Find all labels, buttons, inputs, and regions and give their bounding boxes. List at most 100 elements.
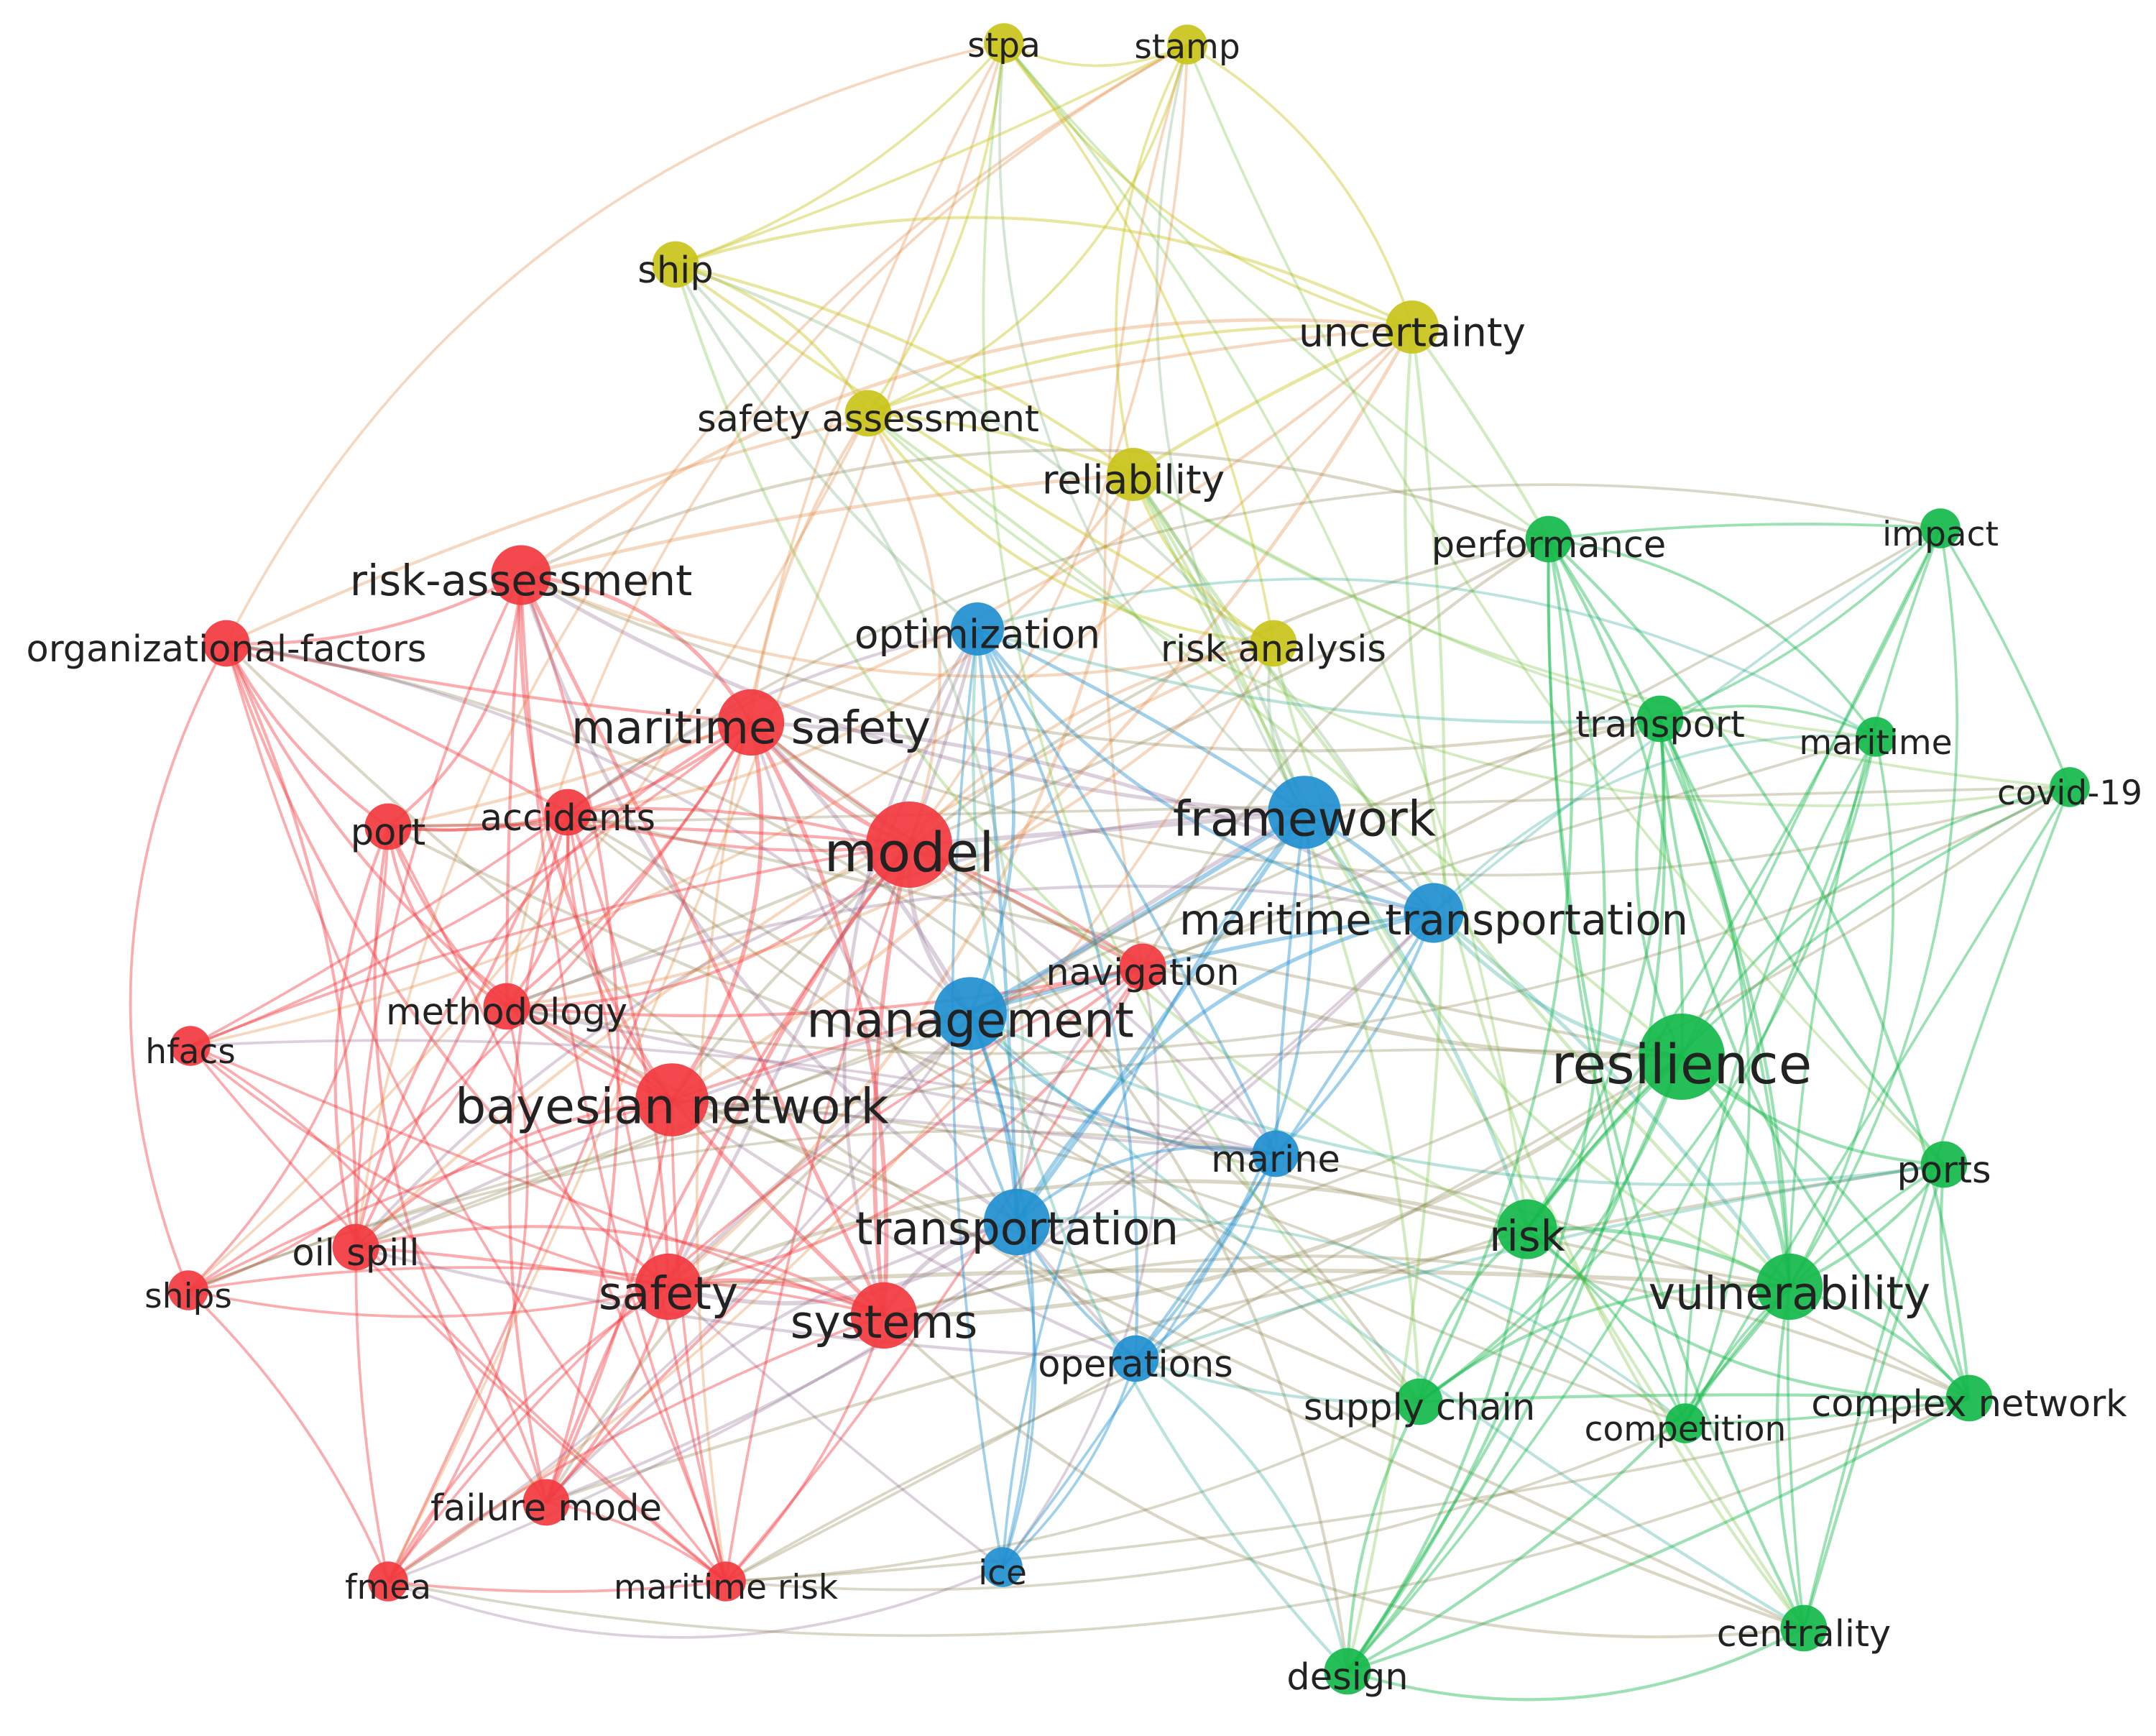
edge-vulnerability-supply-chain	[1418, 1284, 1790, 1403]
edge-ports-management	[969, 1012, 1945, 1187]
label-navigation: navigation	[1046, 952, 1239, 994]
node-model[interactable]	[866, 802, 952, 888]
node-risk[interactable]	[1497, 1199, 1557, 1259]
edge-model-systems	[872, 844, 911, 1316]
edge-transport-risk-assessment	[520, 574, 1661, 753]
edge-resilience-design	[1346, 1056, 1683, 1673]
edge-ship-safety-assessment	[675, 262, 870, 415]
edge-maritime-transportation-ship	[675, 263, 1435, 914]
node-failure-mode[interactable]	[522, 1479, 570, 1526]
edge-covid-19-centrality	[1802, 786, 2071, 1629]
node-operations[interactable]	[1112, 1335, 1159, 1382]
label-accidents: accidents	[480, 797, 655, 840]
edge-resilience-complex-network	[1680, 1055, 1971, 1399]
node-centrality[interactable]	[1780, 1604, 1828, 1652]
node-oil-spill[interactable]	[332, 1223, 379, 1271]
node-safety-assessment[interactable]	[844, 390, 892, 437]
edge-model-risk-analysis	[908, 641, 1274, 846]
edge-ships-bayesian-network	[188, 1098, 673, 1292]
node-supply-chain[interactable]	[1396, 1378, 1443, 1425]
node-transport[interactable]	[1636, 695, 1684, 743]
edge-risk-competition	[1526, 1228, 1687, 1424]
node-navigation[interactable]	[1119, 943, 1166, 991]
edge-complex-network-design	[1347, 1397, 1971, 1673]
edge-port-methodology	[386, 826, 508, 1008]
edge-safety-organizational-factors	[225, 643, 670, 1288]
node-stamp[interactable]	[1167, 24, 1207, 65]
node-hfacs[interactable]	[170, 1026, 211, 1066]
node-port[interactable]	[364, 803, 412, 850]
node-maritime-risk[interactable]	[706, 1561, 746, 1602]
node-transportation[interactable]	[983, 1188, 1051, 1256]
edge-model-port	[387, 823, 910, 847]
node-safety[interactable]	[635, 1253, 702, 1321]
edge-accidents-oil-spill	[354, 812, 569, 1248]
node-risk-analysis[interactable]	[1250, 620, 1297, 667]
edge-systems-oil-spill	[355, 1225, 885, 1317]
edge-failure-mode-accidents	[508, 812, 570, 1503]
edge-complex-network-supply-chain	[1419, 1393, 1970, 1404]
node-framework[interactable]	[1268, 776, 1341, 849]
node-accidents[interactable]	[544, 789, 591, 836]
node-reliability[interactable]	[1107, 448, 1160, 501]
edge-organizational-factors-supply-chain	[226, 641, 1421, 1403]
edge-methodology-maritime-safety	[505, 721, 752, 1008]
edge-ships-port	[187, 826, 390, 1292]
node-maritime-safety[interactable]	[717, 689, 785, 756]
node-complex-network[interactable]	[1945, 1374, 1993, 1422]
edge-maritime-performance	[1548, 538, 1877, 738]
node-vulnerability[interactable]	[1756, 1253, 1823, 1321]
node-resilience[interactable]	[1639, 1014, 1725, 1100]
label-competition: competition	[1585, 1410, 1787, 1449]
node-performance[interactable]	[1525, 515, 1572, 563]
label-bayesian-network: bayesian network	[455, 1078, 889, 1135]
node-ice[interactable]	[982, 1547, 1023, 1587]
edge-operations-supply-chain	[1135, 1357, 1420, 1404]
label-oil-spill: oil spill	[292, 1232, 419, 1275]
edge-marine-operations	[1134, 1153, 1278, 1360]
node-impact[interactable]	[1920, 508, 1961, 548]
node-systems[interactable]	[850, 1282, 918, 1349]
edge-systems-maritime-safety	[749, 721, 889, 1316]
edge-uncertainty-stpa	[1003, 42, 1413, 329]
edge-maritime-transportation-vulnerability	[1432, 911, 1792, 1288]
edge-safety-fmea	[387, 1285, 669, 1582]
node-marine[interactable]	[1252, 1130, 1299, 1177]
edge-supply-chain-resilience	[1418, 1056, 1683, 1403]
edge-risk-assessment-failure-mode	[520, 574, 620, 1503]
node-ship[interactable]	[652, 241, 699, 288]
node-management[interactable]	[934, 977, 1007, 1050]
edge-maritime-safety-oil-spill	[354, 721, 752, 1248]
node-design[interactable]	[1324, 1648, 1371, 1695]
edge-risk-assessment-organizational-factors	[226, 574, 522, 646]
node-covid-19[interactable]	[2050, 767, 2090, 807]
node-methodology[interactable]	[483, 983, 530, 1030]
node-fmea[interactable]	[368, 1561, 408, 1602]
node-optimization[interactable]	[951, 602, 1004, 656]
edge-operations-oil-spill	[355, 1245, 1136, 1361]
label-uncertainty: uncertainty	[1299, 310, 1526, 356]
node-bayesian-network[interactable]	[635, 1063, 709, 1136]
edge-risk-assessment-uncertainty	[520, 318, 1413, 577]
node-organizational-factors[interactable]	[203, 620, 250, 667]
edge-stamp-reliability	[1115, 44, 1189, 475]
node-maritime[interactable]	[1856, 717, 1896, 757]
node-ports[interactable]	[1920, 1141, 1968, 1188]
edge-complex-network-fmea	[387, 1397, 1970, 1638]
edge-risk-assessment-maritime-safety	[520, 573, 753, 724]
node-ships[interactable]	[168, 1270, 208, 1310]
node-uncertainty[interactable]	[1386, 300, 1439, 354]
edge-uncertainty-reliability	[1132, 325, 1413, 477]
label-supply-chain: supply chain	[1304, 1387, 1535, 1429]
label-covid-19: covid-19	[1997, 773, 2142, 813]
node-competition[interactable]	[1665, 1403, 1705, 1443]
node-risk-assessment[interactable]	[491, 545, 551, 605]
edge-safety-assessment-risk-analysis	[867, 412, 1274, 646]
edge-failure-mode-ports	[545, 1162, 1945, 1504]
edge-risk-vulnerability	[1526, 1226, 1791, 1289]
edge-navigation-fmea	[387, 965, 1143, 1583]
node-maritime-transportation[interactable]	[1404, 883, 1464, 943]
edge-bayesian-network-operations	[671, 1098, 1136, 1360]
node-stpa[interactable]	[984, 23, 1024, 63]
